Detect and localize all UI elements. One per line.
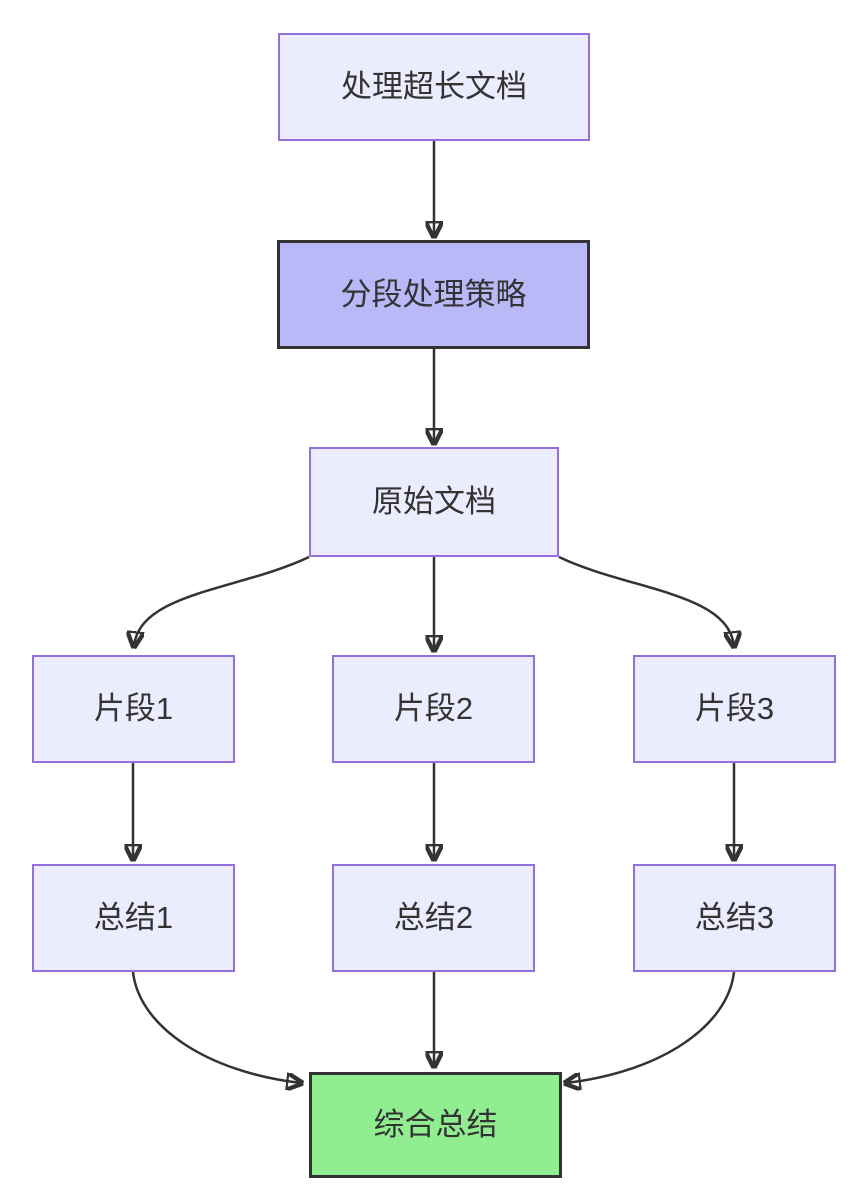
node-summary-2: 总结2 bbox=[332, 864, 535, 972]
node-label: 片段1 bbox=[93, 691, 174, 727]
node-label: 片段3 bbox=[694, 691, 775, 727]
node-label: 分段处理策略 bbox=[340, 276, 527, 312]
node-combined-summary: 综合总结 bbox=[309, 1072, 562, 1178]
node-handle-long-document: 处理超长文档 bbox=[278, 33, 590, 141]
node-label: 综合总结 bbox=[373, 1107, 498, 1143]
node-summary-3: 总结3 bbox=[633, 864, 836, 972]
edge-sum3-final bbox=[566, 971, 736, 1083]
node-summary-1: 总结1 bbox=[32, 864, 235, 972]
edge-original-frag1 bbox=[134, 555, 310, 646]
node-label: 处理超长文档 bbox=[341, 69, 527, 105]
node-fragment-3: 片段3 bbox=[633, 655, 836, 763]
node-label: 总结2 bbox=[393, 900, 474, 936]
node-segmentation-strategy: 分段处理策略 bbox=[277, 240, 590, 349]
node-label: 总结3 bbox=[694, 900, 775, 936]
node-fragment-2: 片段2 bbox=[332, 655, 535, 763]
node-label: 总结1 bbox=[93, 900, 174, 936]
edge-sum1-final bbox=[131, 971, 301, 1083]
node-fragment-1: 片段1 bbox=[32, 655, 235, 763]
node-label: 原始文档 bbox=[372, 484, 496, 520]
edge-original-frag3 bbox=[558, 555, 734, 646]
node-original-document: 原始文档 bbox=[309, 447, 559, 557]
node-label: 片段2 bbox=[393, 691, 474, 727]
